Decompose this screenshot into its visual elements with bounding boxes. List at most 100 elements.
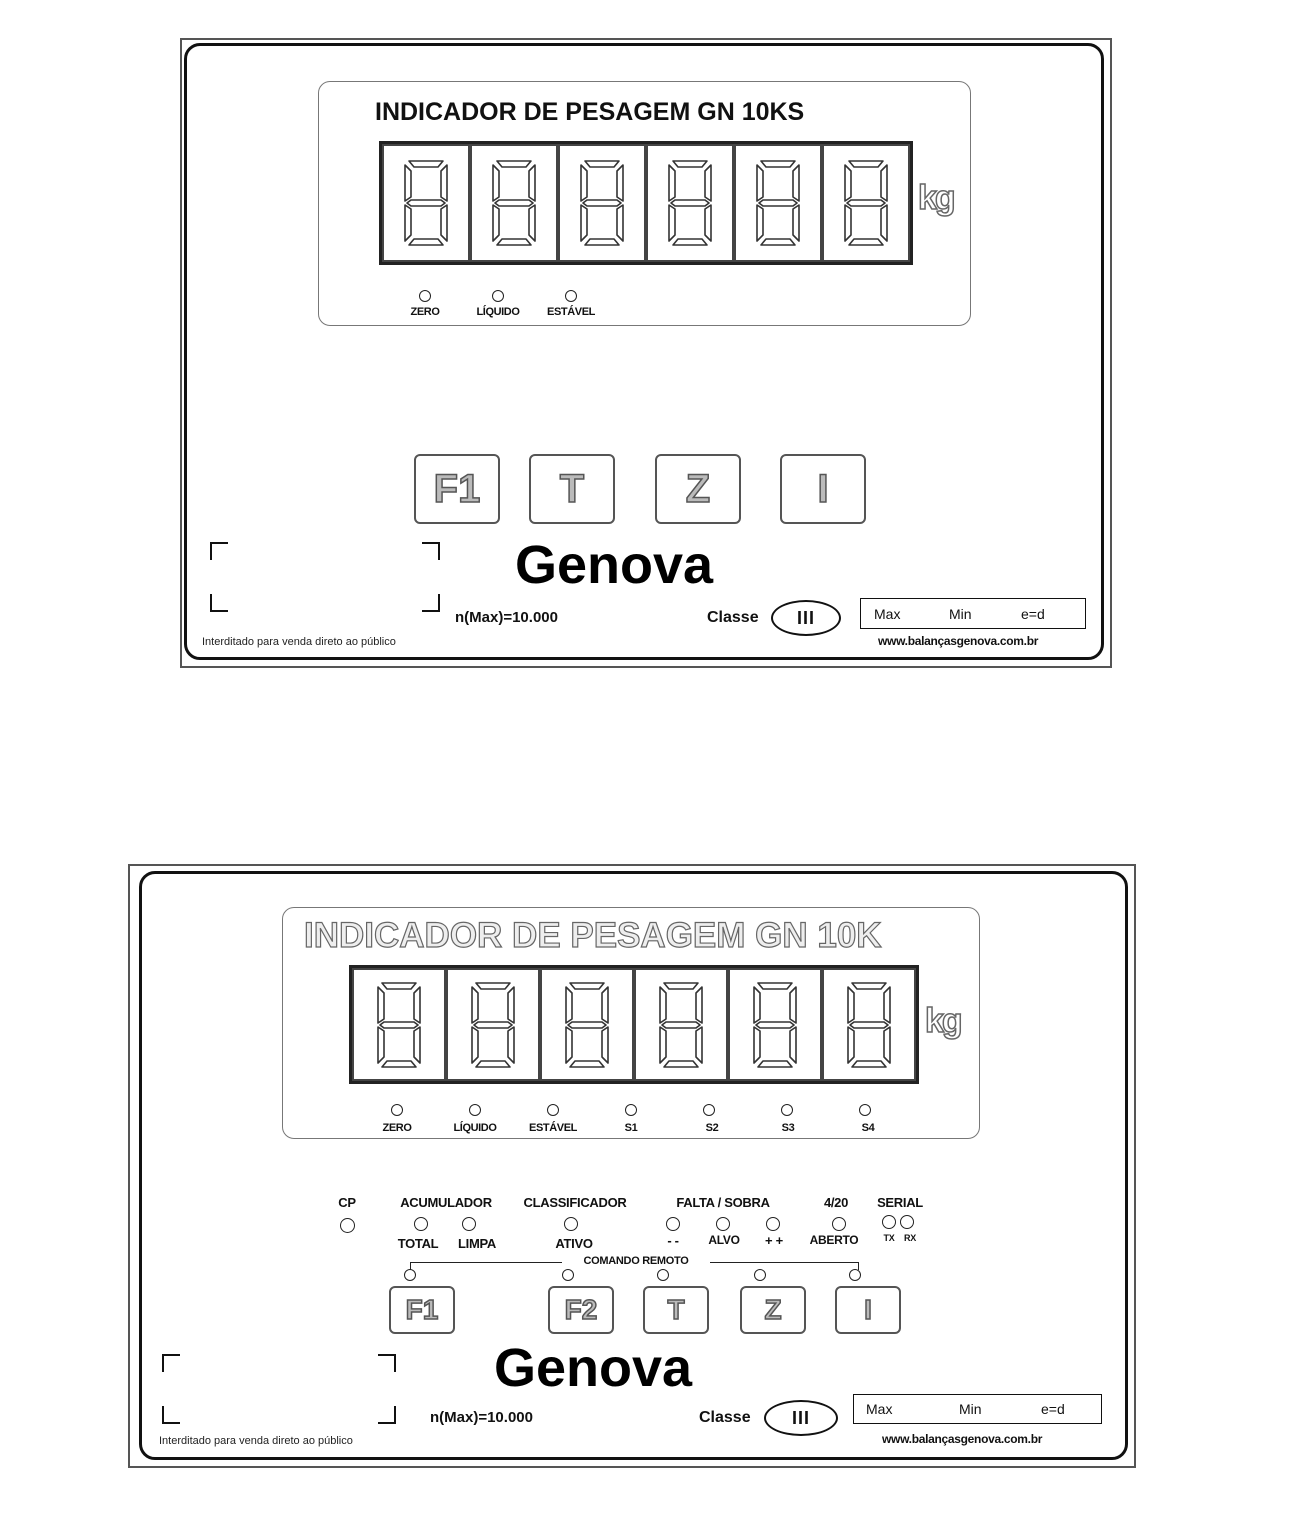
classe-oval: III [771,600,841,636]
spec-max: Max [866,1401,893,1417]
seal-corner [210,594,228,612]
remote-command-line [710,1262,858,1263]
key-f1[interactable]: F1 [414,454,500,524]
display-frame [318,81,971,326]
led-label-aberto: ABERTO [809,1233,859,1247]
digit [822,968,916,1081]
seven-segment-display [349,965,919,1084]
key-z[interactable]: Z [740,1286,806,1334]
remote-command-line [858,1262,859,1270]
led-label-sobra: + + [765,1233,783,1248]
spec-max: Max [874,605,901,622]
led-sobra [766,1217,780,1231]
unit-label: kg [924,1001,963,1041]
led-aberto [832,1217,846,1231]
digit [382,144,470,262]
key-f1[interactable]: F1 [389,1286,455,1334]
led-cp [340,1218,355,1233]
led-tx [882,1215,896,1229]
led-falta [666,1217,680,1231]
led-alvo [716,1217,730,1231]
digit [446,968,540,1081]
led-s4 [859,1104,871,1116]
website-url: www.balançasgenova.com.br [882,1432,1043,1446]
indicator-panel-gn10ks: INDICADOR DE PESAGEM GN 10KS kg ZERO LÍQ… [180,38,1112,668]
led-label-zero: ZERO [410,306,440,318]
digit [352,968,446,1081]
key-i[interactable]: I [835,1286,901,1334]
digit [734,144,822,262]
seven-segment-glyph [580,160,624,246]
led-remote-f2 [562,1269,574,1281]
group-label-classificador: CLASSIFICADOR [523,1195,627,1210]
seal-corner [378,1354,396,1372]
classe-label: Classe [707,609,759,626]
key-t[interactable]: T [643,1286,709,1334]
seven-segment-glyph [404,160,448,246]
seven-segment-glyph [753,981,797,1068]
group-label-acumulador: ACUMULADOR [400,1195,492,1210]
brand-logo: Genova [515,535,714,595]
remote-command-label: COMANDO REMOTO [583,1255,689,1267]
seven-segment-glyph [659,981,703,1068]
seven-segment-glyph [847,981,891,1068]
spec-min: Min [959,1401,982,1417]
seven-segment-glyph [565,981,609,1068]
seven-segment-glyph [668,160,712,246]
led-label-liquido: LÍQUIDO [476,306,520,318]
remote-command-line [410,1262,411,1270]
seal-corner [162,1406,180,1424]
key-z[interactable]: Z [655,454,741,524]
seal-corner [162,1354,180,1372]
led-total [414,1217,428,1231]
panel-title: INDICADOR DE PESAGEM GN 10K [303,915,882,955]
website-url: www.balançasgenova.com.br [878,634,1039,648]
seven-segment-display [379,141,913,265]
indicator-panel-gn10k: INDICADOR DE PESAGEM GN 10K kg ZERO LÍQU… [128,864,1136,1468]
led-label-falta: - - [667,1233,679,1248]
panel-title: INDICADOR DE PESAGEM GN 10KS [375,98,805,126]
seven-segment-glyph [471,981,515,1068]
seven-segment-glyph [756,160,800,246]
key-i[interactable]: I [780,454,866,524]
led-remote-f1 [404,1269,416,1281]
led-remote-t [657,1269,669,1281]
brand-logo: Genova [494,1338,693,1398]
led-liquido [469,1104,481,1116]
group-label-serial: SERIAL [877,1195,923,1210]
led-label-s2: S2 [705,1122,719,1134]
spec-ed: e=d [1041,1401,1065,1417]
n-max-label: n(Max)=10.000 [430,1409,533,1426]
display-frame [282,907,980,1139]
led-label-zero: ZERO [382,1122,412,1134]
seal-corner [422,542,440,560]
restriction-text: Interditado para venda direto ao público [159,1435,353,1447]
led-estavel [547,1104,559,1116]
remote-command-line [410,1262,562,1263]
spec-box: Max Min e=d [860,598,1086,629]
led-label-estavel: ESTÁVEL [547,306,595,318]
seal-corner [422,594,440,612]
panel-outer-border [180,38,1112,668]
key-f2[interactable]: F2 [548,1286,614,1334]
seven-segment-glyph [377,981,421,1068]
led-zero [391,1104,403,1116]
seal-corner [210,542,228,560]
unit-label: kg [917,178,956,218]
led-label-s3: S3 [781,1122,795,1134]
digit [540,968,634,1081]
led-label-rx: RX [904,1233,916,1243]
digit [822,144,910,262]
led-label-estavel: ESTÁVEL [529,1122,577,1134]
group-label-4-20: 4/20 [823,1195,849,1210]
led-label-limpa: LIMPA [458,1236,496,1251]
digit [728,968,822,1081]
led-label-ativo: ATIVO [555,1236,593,1251]
led-label-alvo: ALVO [708,1233,740,1247]
key-t[interactable]: T [529,454,615,524]
spec-ed: e=d [1021,605,1045,622]
digit [558,144,646,262]
group-label-falta-sobra: FALTA / SOBRA [676,1195,770,1210]
led-limpa [462,1217,476,1231]
led-ativo [564,1217,578,1231]
